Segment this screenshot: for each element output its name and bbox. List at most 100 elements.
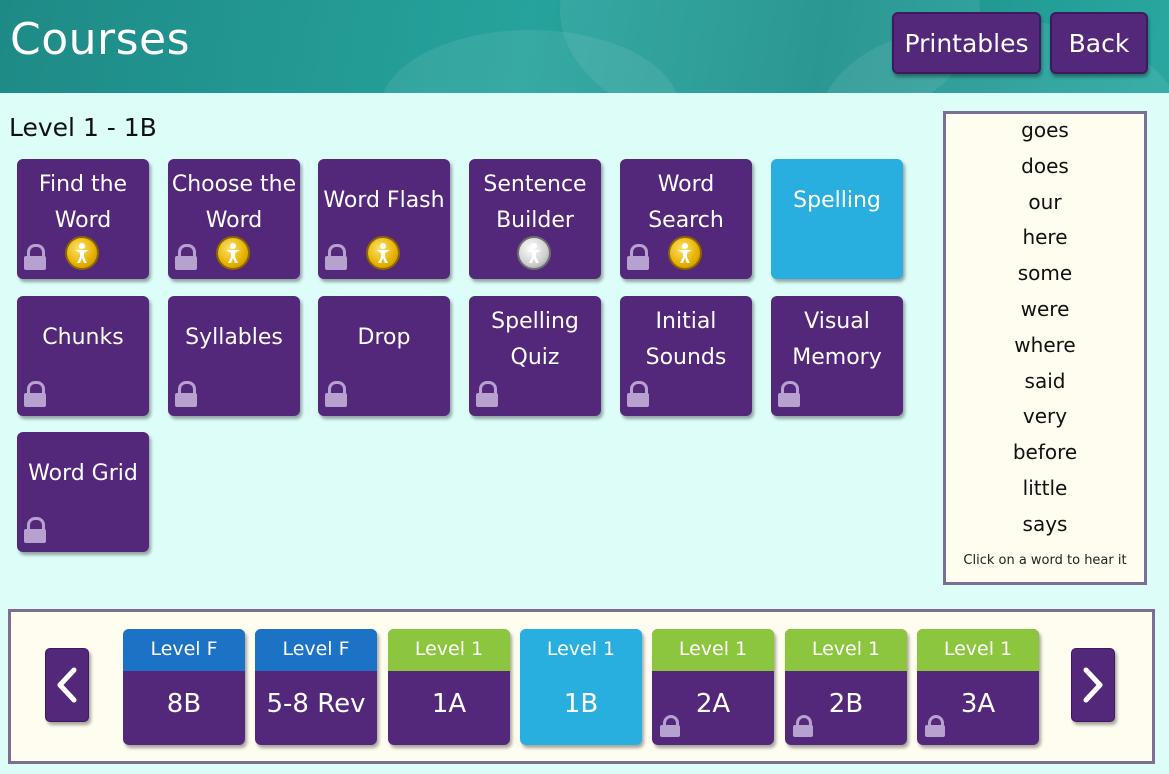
level-card[interactable]: Level 1 2A	[652, 629, 774, 745]
word-item[interactable]: here	[1022, 225, 1068, 250]
lock-icon	[325, 244, 347, 270]
printables-button[interactable]: Printables	[892, 12, 1041, 74]
lock-icon	[627, 381, 649, 407]
word-item[interactable]: said	[1024, 368, 1066, 393]
level-heading: Level 1 - 1B	[9, 113, 157, 142]
activity-label-line: Find the	[38, 172, 128, 197]
level-card-code: 2B	[828, 689, 864, 719]
activity-label-line: Choose the	[171, 172, 297, 197]
lock-icon	[476, 381, 498, 407]
word-list-panel: goes does our here some were where said very befo…	[943, 111, 1147, 585]
activity-label-line: Spelling	[491, 309, 579, 334]
level-card-code: 1B	[563, 689, 599, 719]
level-card-code: 5-8 Rev	[266, 689, 366, 719]
word-list-hint: Click on a word to hear it	[963, 553, 1127, 568]
word-item[interactable]: before	[1012, 440, 1078, 465]
lock-icon	[778, 381, 800, 407]
level-card[interactable]: Level 1 1A	[388, 629, 510, 745]
activity-tile[interactable]: Drop	[318, 296, 450, 416]
activity-tile[interactable]: Word Flash	[318, 159, 450, 279]
lock-icon	[925, 715, 945, 737]
lock-icon	[325, 381, 347, 407]
lock-icon	[24, 244, 46, 270]
medal-icon	[366, 236, 400, 270]
level-card-band: Level F	[123, 629, 245, 671]
level-card-code: 3A	[960, 689, 996, 719]
medal-icon	[216, 236, 250, 270]
back-button[interactable]: Back	[1050, 12, 1148, 74]
level-card-code: 8B	[166, 689, 202, 719]
level-card-code: 1A	[431, 689, 467, 719]
lock-icon	[627, 244, 649, 270]
level-card[interactable]: Level 1 3A	[917, 629, 1039, 745]
level-card-band: Level 1	[520, 629, 642, 671]
word-item[interactable]: says	[1022, 511, 1068, 536]
level-card-band: Level 1	[917, 629, 1039, 671]
level-card[interactable]: Level F 5-8 Rev	[255, 629, 377, 745]
header-bar: Courses Printables Back	[0, 0, 1169, 93]
level-card[interactable]: Level 1 1B	[520, 629, 642, 745]
level-card[interactable]: Level 1 2B	[785, 629, 907, 745]
lock-icon	[175, 381, 197, 407]
activity-label-line: Memory	[792, 345, 882, 370]
activity-label-line: Search	[648, 208, 724, 233]
medal-icon	[65, 236, 99, 270]
activity-tile[interactable]: Spelling	[771, 159, 903, 279]
medal-icon	[668, 236, 702, 270]
activity-label: Word Flash	[318, 183, 450, 219]
activity-label-line: Sentence	[483, 172, 587, 197]
word-item[interactable]: little	[1022, 476, 1068, 500]
word-item[interactable]: does	[1021, 153, 1069, 178]
prev-level-button[interactable]	[45, 648, 89, 722]
lock-icon	[793, 715, 813, 737]
medal-icon	[517, 236, 551, 270]
activity-label: Syllables	[168, 320, 300, 356]
level-card-band: Level F	[255, 629, 377, 671]
lock-icon	[24, 517, 46, 543]
activity-label-line: Drop	[357, 325, 411, 350]
level-card-band: Level 1	[652, 629, 774, 671]
next-level-button[interactable]	[1071, 648, 1115, 722]
page-title: Courses	[10, 14, 191, 65]
activity-label-line: Sounds	[645, 345, 727, 370]
activity-label-line: Quiz	[510, 345, 560, 370]
activity-tile[interactable]: Word Grid	[17, 432, 149, 552]
word-item[interactable]: were	[1020, 297, 1070, 321]
word-item[interactable]: goes	[1021, 118, 1069, 142]
activity-label: Chunks	[17, 320, 149, 356]
chevron-left-icon	[57, 667, 77, 703]
level-card-band: Level 1	[388, 629, 510, 671]
activity-label-line: Visual	[804, 309, 870, 334]
activity-label-line: Word Flash	[323, 188, 445, 213]
word-item[interactable]: our	[1028, 189, 1062, 214]
activity-label-line: Word Grid	[28, 461, 138, 486]
activity-tile[interactable]: Syllables	[168, 296, 300, 416]
level-card-band: Level 1	[785, 629, 907, 671]
activity-label: Spelling	[771, 183, 903, 219]
lock-icon	[175, 244, 197, 270]
activity-tile[interactable]: Chunks	[17, 296, 149, 416]
word-item[interactable]: some	[1017, 261, 1073, 286]
level-card-code: 2A	[695, 689, 731, 719]
chevron-right-icon	[1083, 667, 1103, 703]
activity-label-line: Spelling	[793, 188, 881, 213]
word-item[interactable]: where	[1014, 332, 1076, 357]
word-item[interactable]: very	[1022, 404, 1068, 429]
level-card[interactable]: Level F 8B	[123, 629, 245, 745]
lock-icon	[24, 381, 46, 407]
activity-label-line: Word	[657, 172, 715, 197]
